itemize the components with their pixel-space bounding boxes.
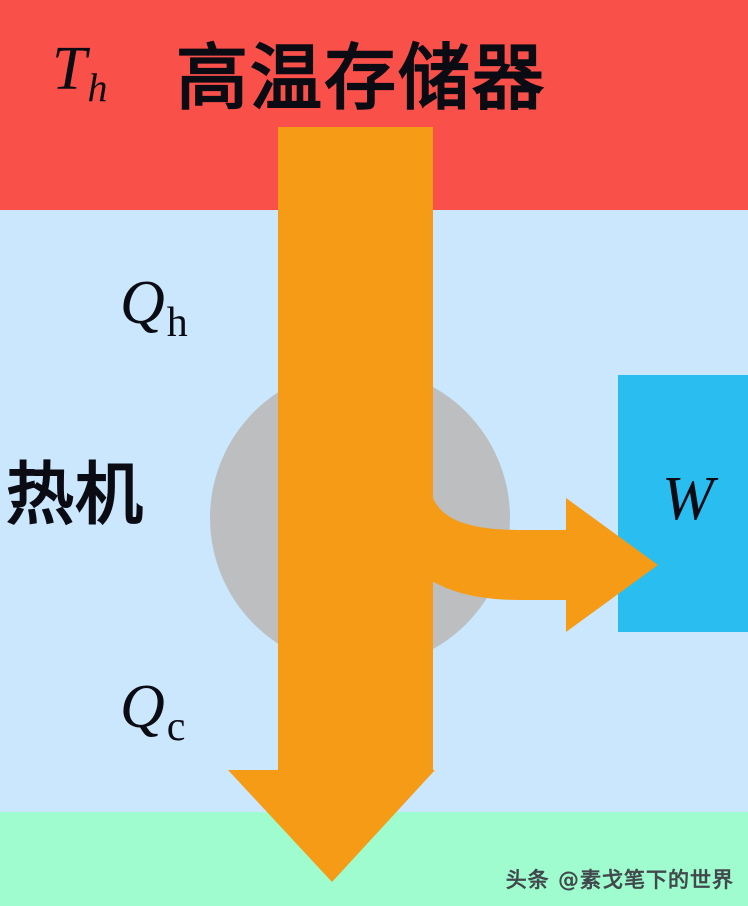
heat-out-symbol-subscript: c [166, 703, 186, 750]
heat-out-symbol-base: Q [120, 673, 165, 741]
heat-in-symbol: Qh [120, 272, 188, 344]
watermark-text: 头条 @素戈笔下的世界 [505, 868, 734, 892]
hot-reservoir-symbol-subscript: h [87, 65, 108, 110]
heat-in-symbol-subscript: h [166, 299, 188, 346]
work-output-symbol: W [662, 465, 714, 533]
heat-flow-arrow [228, 127, 435, 882]
work-output-arrow [390, 495, 658, 632]
heat-in-symbol-base: Q [120, 269, 165, 337]
hot-reservoir-symbol-base: T [52, 35, 87, 103]
work-output-box [618, 375, 748, 632]
heat-engine-label: 热机 [6, 456, 145, 535]
hot-reservoir-title: 高温存储器 [176, 36, 547, 120]
hot-reservoir-symbol: Th [52, 38, 107, 108]
heat-out-symbol: Qc [120, 676, 185, 748]
